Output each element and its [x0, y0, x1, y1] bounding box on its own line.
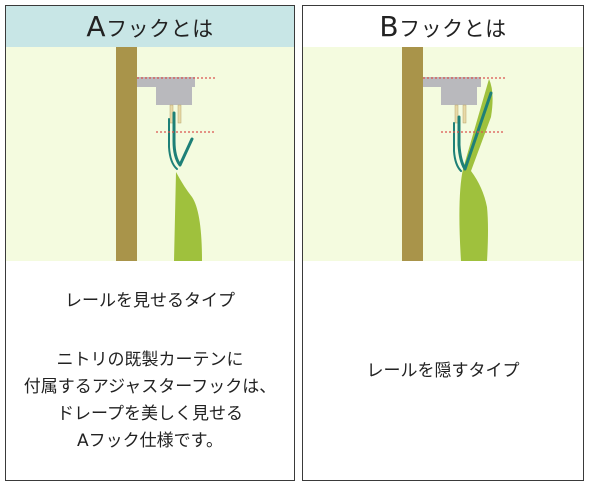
- panel-a-description-line: ドレープを美しく見せる: [57, 404, 243, 424]
- panel-a-hook: Aフックとは レールを見せるタイプ ニトリの既製カーテンに 付属するアジャスター…: [5, 5, 295, 481]
- a-hook-diagram: [116, 47, 216, 261]
- panel-b-header: Bフックとは: [303, 6, 583, 47]
- panel-a-title: Aフックとは: [86, 10, 214, 43]
- rail-top: [423, 77, 481, 87]
- panel-b-hook: Bフックとは レールを隠すタイプ: [302, 5, 584, 481]
- panel-a-description-line: 付属するアジャスターフックは、: [23, 377, 277, 397]
- panel-a-description: ニトリの既製カーテンに 付属するアジャスターフックは、 ドレープを美しく見せる …: [6, 347, 294, 455]
- curtain: [459, 79, 493, 261]
- wall: [116, 47, 137, 261]
- curtain: [174, 172, 202, 261]
- panel-a-header: Aフックとは: [6, 6, 294, 47]
- panel-a-illustration: [6, 47, 294, 261]
- adjuster-hook-inner: [168, 118, 178, 170]
- panel-b-title: Bフックとは: [379, 10, 507, 43]
- rail-body: [156, 87, 192, 105]
- panel-a-description-line: ニトリの既製カーテンに: [56, 350, 244, 370]
- rail-top: [137, 77, 195, 87]
- adjuster-hook: [172, 111, 194, 167]
- panel-a-description-line: Aフック仕様です。: [77, 431, 223, 451]
- wall: [402, 47, 423, 261]
- runner-pin-right: [462, 104, 467, 124]
- b-hook-diagram: [402, 47, 505, 261]
- panel-b-illustration: [303, 47, 583, 261]
- rail-body: [441, 87, 477, 105]
- runner-pin-left: [454, 104, 459, 124]
- panel-b-caption: レールを隠すタイプ: [366, 361, 520, 381]
- runner-pin-right: [177, 104, 182, 124]
- panel-a-caption: レールを見せるタイプ: [65, 291, 235, 311]
- adjuster-hook: [457, 91, 493, 171]
- adjuster-hook-inner: [453, 122, 462, 172]
